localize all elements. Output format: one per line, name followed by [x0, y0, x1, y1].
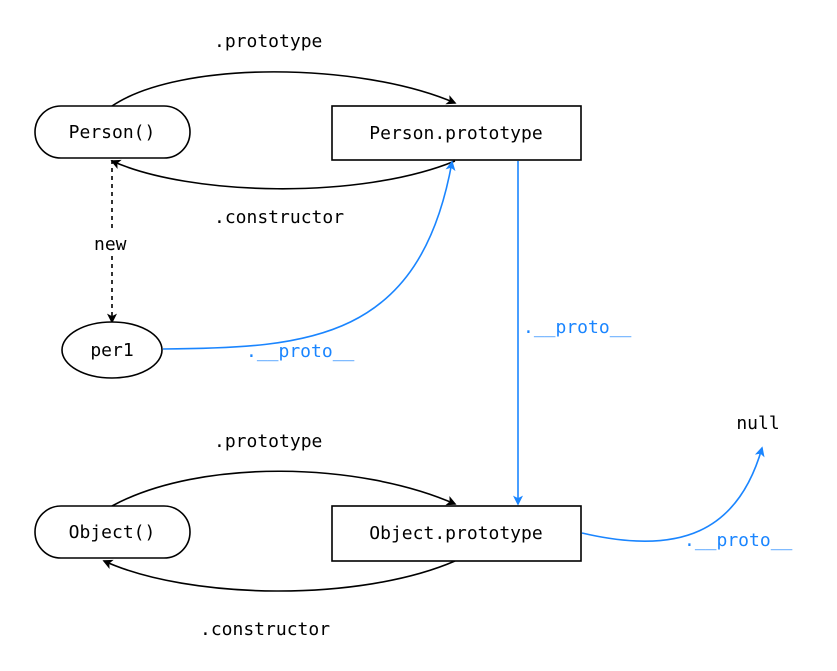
per1-node: per1: [61, 321, 163, 379]
object-prototype-label: Object.prototype: [369, 523, 542, 544]
per1-label: per1: [90, 340, 133, 361]
person-constructor-edge: [110, 159, 456, 190]
new-edge-label: new: [94, 234, 127, 255]
per1-proto-edge: [162, 160, 456, 350]
object-function-node: Object(): [34, 505, 191, 559]
person-function-node: Person(): [34, 105, 191, 159]
person-constructor-edge-label: .constructor: [214, 207, 344, 228]
object-proto-proto-edge-label: .__proto__: [684, 530, 793, 551]
object-constructor-edge: [102, 559, 456, 592]
person-prototype-label: Person.prototype: [369, 123, 542, 144]
person-prototype-edge-label: .prototype: [214, 31, 322, 52]
object-prototype-edge: [111, 470, 457, 507]
person-function-label: Person(): [69, 122, 156, 143]
person-proto-proto-edge-label: .__proto__: [523, 317, 632, 338]
person-prototype-edge: [111, 71, 457, 107]
object-constructor-edge-label: .constructor: [200, 619, 330, 640]
new-label-background: [90, 232, 136, 256]
per1-proto-edge-label: .__proto__: [246, 341, 355, 362]
null-label: null: [736, 413, 779, 434]
person-prototype-node: Person.prototype: [331, 105, 582, 161]
object-prototype-edge-label: .prototype: [214, 431, 322, 452]
object-prototype-node: Object.prototype: [331, 505, 582, 562]
object-proto-proto-edge: [581, 446, 765, 543]
object-function-label: Object(): [69, 522, 156, 543]
